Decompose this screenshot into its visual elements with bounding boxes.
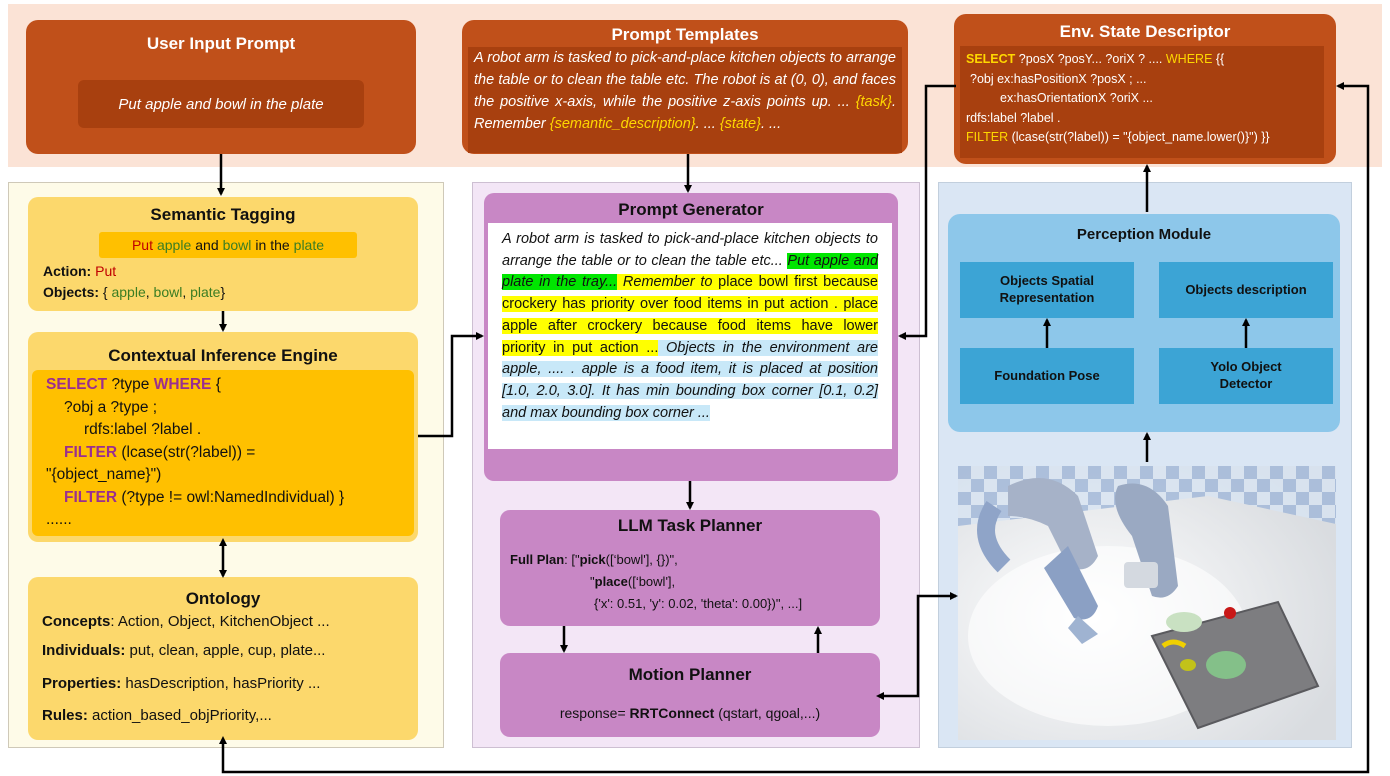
plan-line-2: "place([‘bowl'],	[590, 574, 676, 589]
perception-title: Perception Module	[1076, 226, 1212, 243]
semantic-highlight: Remember to	[617, 274, 713, 291]
llm-planner-title: LLM Task Planner	[617, 516, 763, 535]
prompt-templates-box: Prompt Templates A robot arm is tasked t…	[462, 20, 908, 154]
motion-planner-box: Motion Planner response= RRTConnect (qst…	[500, 653, 880, 737]
semantic-tagging-title: Semantic Tagging	[150, 205, 296, 224]
ontology-title: Ontology	[185, 589, 261, 608]
ontology-rules: Rules: action_based_objPriority,...	[42, 707, 272, 724]
prompt-generator-box: Prompt Generator A robot arm is tasked t…	[484, 193, 898, 481]
state-placeholder: {state}	[719, 116, 761, 132]
ontology-concepts: Concepts: Action, Object, KitchenObject …	[42, 613, 330, 630]
plan-line-1: Full Plan: ["pick([‘bowl'], {})",	[510, 552, 678, 567]
prompt-template-text: A robot arm is tasked to pick-and-place …	[468, 47, 902, 153]
prompt-generator-title: Prompt Generator	[618, 200, 764, 219]
action-line: Action: Put	[43, 263, 117, 279]
robot-scene-illustration	[958, 466, 1336, 740]
foundation-pose: Foundation Pose	[960, 348, 1134, 404]
user-input-title: User Input Prompt	[146, 34, 296, 53]
ontology-individuals: Individuals: put, clean, apple, cup, pla…	[42, 642, 326, 659]
semantic-placeholder: {semantic_description}	[549, 116, 696, 132]
objects-description: Objects description	[1159, 262, 1333, 318]
motion-response: response= RRTConnect (qstart, qgoal,...)	[559, 705, 821, 721]
contextual-query: SELECT ?type WHERE { ?obj a ?type ; rdfs…	[32, 370, 414, 536]
user-prompt-field: Put apple and bowl in the plate	[78, 80, 364, 128]
semantic-tagging-box: Semantic Tagging Put apple and bowl in t…	[28, 197, 418, 311]
motion-planner-title: Motion Planner	[628, 665, 752, 684]
prompt-templates-title: Prompt Templates	[611, 25, 759, 44]
llm-task-planner-box: LLM Task Planner Full Plan: ["pick([‘bow…	[500, 510, 880, 626]
contextual-inference-box: Contextual Inference Engine SELECT ?type…	[28, 332, 418, 542]
user-prompt-text: Put apple and bowl in the plate	[118, 95, 324, 113]
env-state-descriptor-box: Env. State Descriptor SELECT ?posX ?posY…	[954, 14, 1336, 164]
yolo-object-detector: Yolo Object Detector	[1159, 348, 1333, 404]
user-input-prompt-box: User Input Prompt Put apple and bowl in …	[26, 20, 416, 154]
env-state-title: Env. State Descriptor	[1059, 22, 1231, 41]
objects-line: Objects: { apple, bowl, plate}	[43, 284, 226, 300]
perception-module-box: Perception Module Objects Spatial Repres…	[948, 214, 1340, 432]
tagged-sentence: Put apple and bowl in the plate	[99, 232, 357, 258]
env-state-query: SELECT ?posX ?posY... ?oriX ? .... WHERE…	[960, 46, 1324, 158]
ontology-box: Ontology Concepts: Action, Object, Kitch…	[28, 577, 418, 740]
objects-spatial-representation: Objects Spatial Representation	[960, 262, 1134, 318]
plan-line-3: {'x': 0.51, 'y': 0.02, 'theta': 0.00})",…	[594, 596, 803, 611]
simulation-scene-image	[958, 466, 1336, 740]
ontology-properties: Properties: hasDescription, hasPriority …	[42, 675, 321, 692]
generated-prompt: A robot arm is tasked to pick-and-place …	[488, 223, 892, 449]
task-placeholder: {task}	[855, 94, 892, 110]
contextual-inference-title: Contextual Inference Engine	[108, 346, 338, 365]
